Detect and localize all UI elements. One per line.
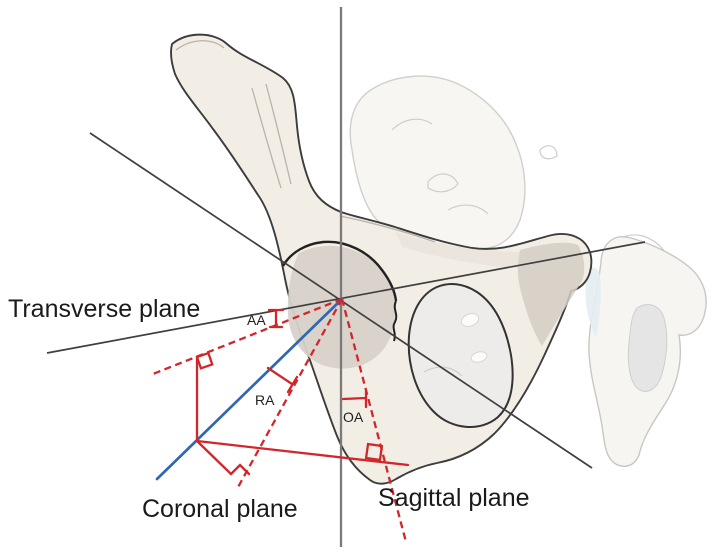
right-angle-marker-aa xyxy=(195,351,214,370)
posterior-shade xyxy=(517,242,585,346)
ra-angle-tick xyxy=(266,366,299,394)
oa-angle-tick xyxy=(341,389,368,409)
iliac-fossa-line-1 xyxy=(251,87,282,189)
sacrum-scribble-2 xyxy=(539,145,558,160)
acetabulum-rim-arc xyxy=(281,240,398,302)
iliac-fossa-line-2 xyxy=(265,83,292,185)
transverse-plane-line xyxy=(46,241,646,354)
text-labels: Transverse plane Coronal plane Sagittal … xyxy=(8,295,530,523)
obturator-foramen xyxy=(407,283,514,429)
top-edge-shade xyxy=(395,232,520,268)
iliac-crest-inner-line xyxy=(175,40,225,51)
red-diagonal-projection-line xyxy=(195,439,233,476)
ra-dashed-ray xyxy=(235,298,344,490)
right-hip-inner-shade xyxy=(627,304,668,392)
body-top-inner-line xyxy=(339,215,436,243)
faded-background-bones xyxy=(349,75,707,467)
hip-bone xyxy=(170,33,593,485)
red-horizontal-projection-line xyxy=(195,439,410,467)
oa-dashed-ray xyxy=(340,298,408,543)
right-angle-marker-oa xyxy=(364,442,384,462)
sacrum-scribble-4 xyxy=(447,204,489,215)
foramen-highlight-2 xyxy=(470,351,488,363)
angle-annotations xyxy=(152,297,410,543)
sagittal-plane-label: Sagittal plane xyxy=(378,484,530,512)
aa-angle-label: AA xyxy=(247,312,266,328)
transverse-plane-label: Transverse plane xyxy=(8,295,200,323)
foramen-scribble xyxy=(423,366,463,377)
sacrum-scribble-1 xyxy=(427,173,459,193)
right-hip-blue-strip xyxy=(585,267,601,338)
foramen-highlight-1 xyxy=(460,313,480,327)
aa-angle-tick xyxy=(267,308,285,329)
oa-angle-label: OA xyxy=(343,409,364,425)
ra-angle-label: RA xyxy=(255,392,275,408)
coronal-plane-label: Coronal plane xyxy=(142,495,298,523)
right-angle-marker-ra xyxy=(229,463,251,476)
acetabular-notch-squiggle xyxy=(392,300,398,342)
sacrum-scribble-3 xyxy=(391,118,433,131)
coronal-axis-blue-line xyxy=(155,297,344,481)
